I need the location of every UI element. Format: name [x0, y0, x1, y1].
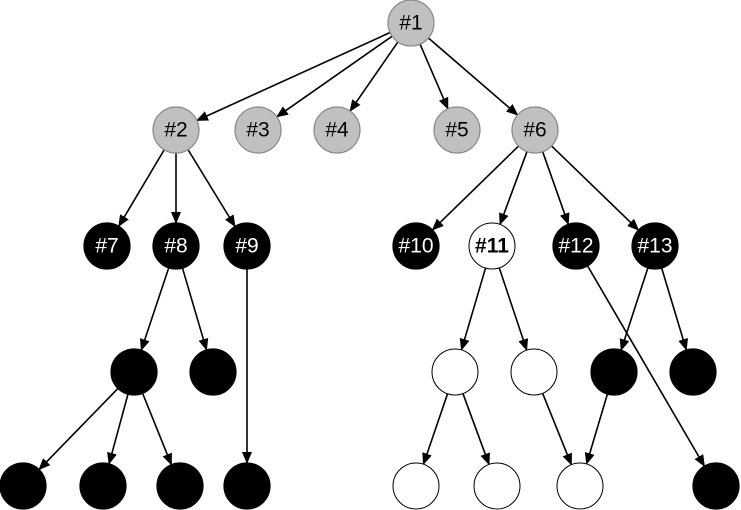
- node-w2: [510, 348, 558, 396]
- node-n5: #5: [433, 106, 481, 154]
- node-label: #5: [445, 119, 468, 142]
- node-label: #12: [558, 235, 593, 258]
- edge-n1-n4: [349, 41, 399, 112]
- edge-a1-l2: [107, 393, 129, 465]
- node-l5: [392, 462, 440, 510]
- node-n7: #7: [83, 222, 131, 270]
- node-circle: [473, 462, 521, 510]
- node-circle: [590, 348, 638, 396]
- node-label: #11: [475, 235, 509, 258]
- edge-n1-n3: [276, 35, 393, 118]
- node-circle: [392, 222, 440, 270]
- node-label: #8: [164, 235, 187, 258]
- node-circle: [431, 348, 479, 396]
- node-circle: [631, 222, 679, 270]
- node-circle: [0, 462, 47, 510]
- edge-n8-a2: [181, 267, 209, 351]
- node-l8: [692, 462, 740, 510]
- edge-n11-w2: [498, 267, 528, 352]
- node-w1: [431, 348, 479, 396]
- node-a1: [110, 348, 158, 396]
- node-circle: [387, 0, 435, 47]
- edge-n6-n11: [499, 151, 528, 226]
- node-label: #7: [95, 235, 118, 258]
- node-circle: [152, 106, 200, 154]
- node-circle: [433, 106, 481, 154]
- node-label: #6: [523, 119, 546, 142]
- node-l2: [79, 462, 127, 510]
- node-n12: #12: [552, 222, 600, 270]
- node-circle: [556, 462, 604, 510]
- node-circle: [152, 222, 200, 270]
- edge-a1-l3: [141, 393, 173, 466]
- node-n10: #10: [392, 222, 440, 270]
- node-a2: [189, 348, 237, 396]
- node-circle: [223, 462, 271, 510]
- node-circle: [79, 462, 127, 510]
- node-circle: [83, 222, 131, 270]
- node-circle: [510, 348, 558, 396]
- node-label: #1: [399, 12, 422, 35]
- node-n6: #6: [511, 106, 559, 154]
- node-circle: [511, 106, 559, 154]
- node-n1: #1: [387, 0, 435, 47]
- node-label: #3: [246, 119, 269, 142]
- edge-n11-w1: [459, 267, 487, 351]
- edge-n6-n12: [541, 151, 570, 226]
- edge-n8-a1: [140, 267, 170, 352]
- node-b1: [590, 348, 638, 396]
- node-n11: #11: [468, 222, 516, 270]
- edge-n2-n9: [187, 149, 236, 228]
- node-circle: [313, 106, 361, 154]
- node-n13: #13: [631, 222, 679, 270]
- node-label: #2: [164, 119, 187, 142]
- edge-b1-l7: [584, 393, 609, 465]
- edge-n1-n6: [427, 37, 519, 116]
- edge-n1-n5: [419, 43, 449, 110]
- node-b2: [669, 348, 717, 396]
- node-circle: [156, 462, 204, 510]
- node-label: #10: [398, 235, 433, 258]
- node-n8: #8: [152, 222, 200, 270]
- edge-w1-l6: [462, 393, 490, 466]
- node-l6: [473, 462, 521, 510]
- node-n2: #2: [152, 106, 200, 154]
- node-circle: [692, 462, 740, 510]
- node-l4: [223, 462, 271, 510]
- node-l7: [556, 462, 604, 510]
- edge-n6-n13: [550, 145, 640, 231]
- node-l1: [0, 462, 47, 510]
- edge-n1-n2: [196, 31, 391, 122]
- node-circle: [234, 106, 282, 154]
- node-circle: [223, 222, 271, 270]
- edge-n6-n10: [431, 145, 520, 231]
- node-n9: #9: [223, 222, 271, 270]
- edge-a1-l1: [38, 387, 119, 471]
- node-l3: [156, 462, 204, 510]
- node-circle: [392, 462, 440, 510]
- node-label: #9: [235, 235, 258, 258]
- node-circle: [669, 348, 717, 396]
- node-circle: [468, 222, 516, 270]
- edge-n12-l8: [586, 265, 706, 467]
- node-circle: [110, 348, 158, 396]
- node-label: #4: [325, 119, 349, 142]
- edge-n2-n7: [118, 149, 165, 228]
- node-circle: [552, 222, 600, 270]
- edge-w1-l5: [422, 393, 449, 466]
- edges: [38, 31, 706, 471]
- node-circle: [189, 348, 237, 396]
- edge-n13-b1: [619, 267, 649, 352]
- node-n3: #3: [234, 106, 282, 154]
- edge-w2-l7: [541, 393, 573, 466]
- node-label: #13: [637, 235, 672, 258]
- edge-n13-b2: [660, 267, 688, 351]
- node-n4: #4: [313, 106, 361, 154]
